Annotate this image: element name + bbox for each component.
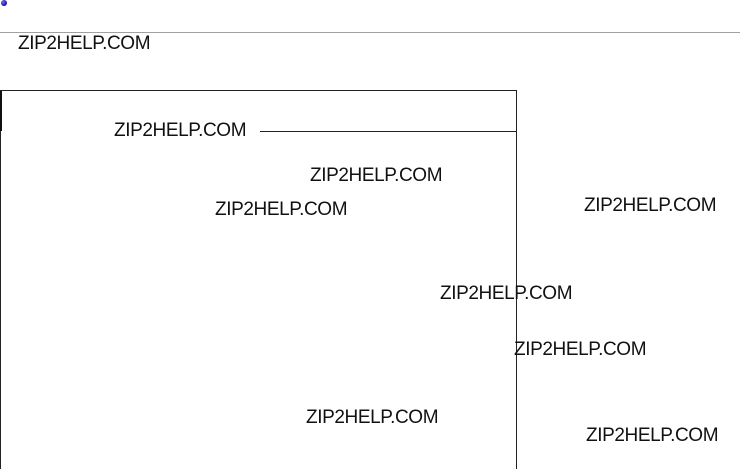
watermark-text: ZIP2HELP.COM <box>215 199 348 220</box>
watermark-text: ZIP2HELP.COM <box>440 283 573 304</box>
frame-marker <box>0 91 2 131</box>
watermark-text: ZIP2HELP.COM <box>514 339 647 360</box>
watermark-text: ZIP2HELP.COM <box>306 407 439 428</box>
watermark-text: ZIP2HELP.COM <box>586 425 719 446</box>
watermark-text: ZIP2HELP.COM <box>584 195 717 216</box>
watermark-text: ZIP2HELP.COM <box>18 33 151 54</box>
watermark-text: ZIP2HELP.COM <box>114 120 247 141</box>
bullet-icon <box>1 0 7 6</box>
connector-line <box>260 131 517 132</box>
watermark-text: ZIP2HELP.COM <box>310 165 443 186</box>
header-divider <box>0 32 740 33</box>
document-frame <box>0 90 517 469</box>
